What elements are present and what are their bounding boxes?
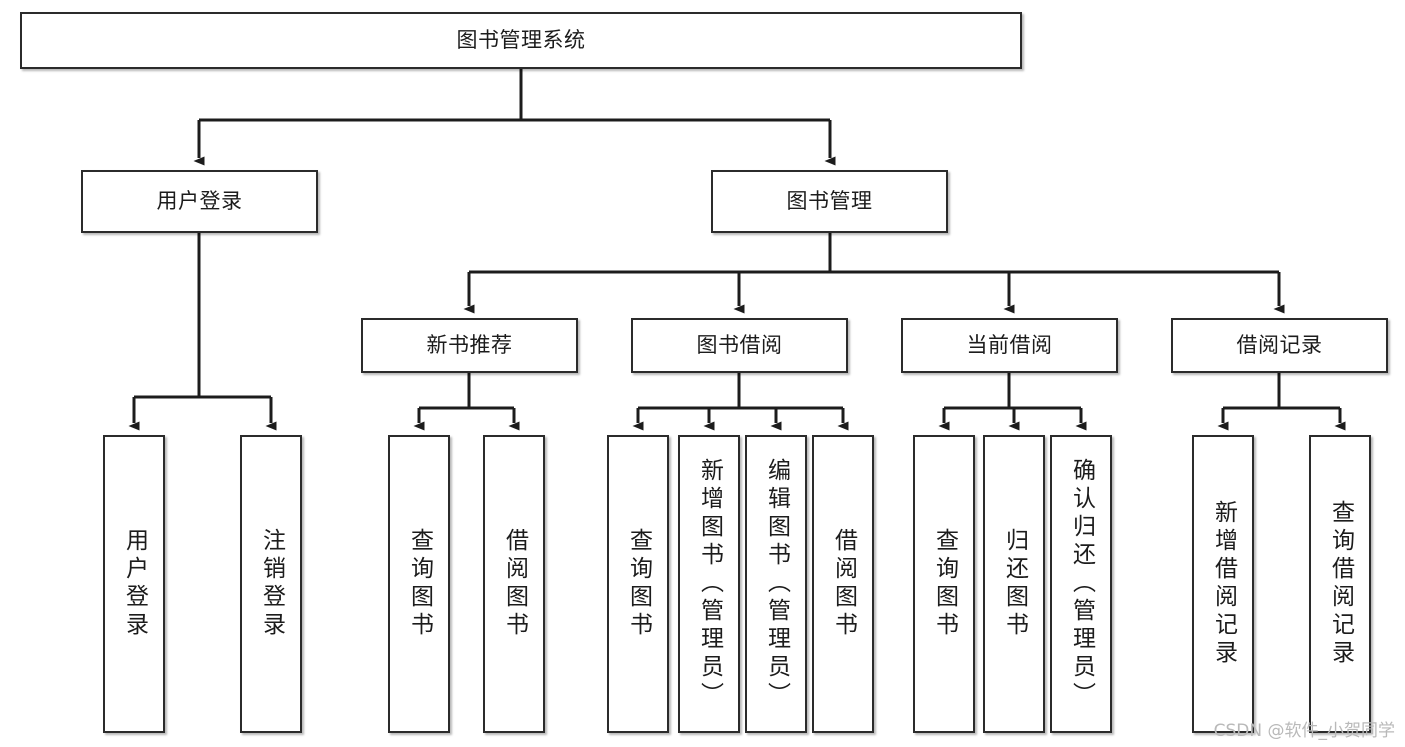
- node-new-book-recommend-label: 新书推荐: [426, 333, 513, 358]
- node-leaf-return-book-label: 归还图书: [1001, 528, 1028, 640]
- node-leaf-add-book[interactable]: 新增图书（管理员）: [678, 435, 740, 733]
- node-leaf-logout[interactable]: 注销登录: [240, 435, 302, 733]
- node-borrow-record-label: 借阅记录: [1236, 333, 1323, 358]
- node-user-login[interactable]: 用户登录: [81, 170, 318, 233]
- node-leaf-query-book-current[interactable]: 查询图书: [913, 435, 975, 733]
- node-book-management[interactable]: 图书管理: [711, 170, 948, 233]
- node-leaf-confirm-return[interactable]: 确认归还（管理员）: [1050, 435, 1112, 733]
- node-current-borrow[interactable]: 当前借阅: [901, 318, 1118, 373]
- node-leaf-borrow-book-recommend[interactable]: 借阅图书: [483, 435, 545, 733]
- node-root-label: 图书管理系统: [456, 28, 586, 53]
- node-new-book-recommend[interactable]: 新书推荐: [361, 318, 578, 373]
- node-book-borrow[interactable]: 图书借阅: [631, 318, 848, 373]
- node-leaf-user-login-label: 用户登录: [121, 528, 148, 640]
- node-book-borrow-label: 图书借阅: [696, 333, 783, 358]
- node-leaf-add-borrow-record[interactable]: 新增借阅记录: [1192, 435, 1254, 733]
- node-leaf-query-borrow-record-label: 查询借阅记录: [1327, 500, 1354, 668]
- node-leaf-borrow-book[interactable]: 借阅图书: [812, 435, 874, 733]
- node-borrow-record[interactable]: 借阅记录: [1171, 318, 1388, 373]
- node-leaf-query-book-borrow[interactable]: 查询图书: [607, 435, 669, 733]
- node-leaf-confirm-return-label: 确认归还（管理员）: [1068, 458, 1095, 710]
- node-leaf-query-borrow-record[interactable]: 查询借阅记录: [1309, 435, 1371, 733]
- node-leaf-edit-book-label: 编辑图书（管理员）: [763, 458, 790, 710]
- node-leaf-query-book-recommend[interactable]: 查询图书: [388, 435, 450, 733]
- node-leaf-return-book[interactable]: 归还图书: [983, 435, 1045, 733]
- node-user-login-label: 用户登录: [156, 189, 243, 214]
- node-book-management-label: 图书管理: [786, 189, 873, 214]
- node-current-borrow-label: 当前借阅: [966, 333, 1053, 358]
- node-leaf-add-book-label: 新增图书（管理员）: [696, 458, 723, 710]
- node-root[interactable]: 图书管理系统: [20, 12, 1022, 69]
- node-leaf-borrow-book-label: 借阅图书: [830, 528, 857, 640]
- node-leaf-query-book-current-label: 查询图书: [931, 528, 958, 640]
- node-leaf-edit-book[interactable]: 编辑图书（管理员）: [745, 435, 807, 733]
- node-leaf-add-borrow-record-label: 新增借阅记录: [1210, 500, 1237, 668]
- watermark-text: CSDN @软件_小贺同学: [1213, 721, 1395, 741]
- node-leaf-logout-label: 注销登录: [258, 528, 285, 640]
- node-leaf-query-book-recommend-label: 查询图书: [406, 528, 433, 640]
- node-leaf-user-login[interactable]: 用户登录: [103, 435, 165, 733]
- node-leaf-query-book-borrow-label: 查询图书: [625, 528, 652, 640]
- node-leaf-borrow-book-recommend-label: 借阅图书: [501, 528, 528, 640]
